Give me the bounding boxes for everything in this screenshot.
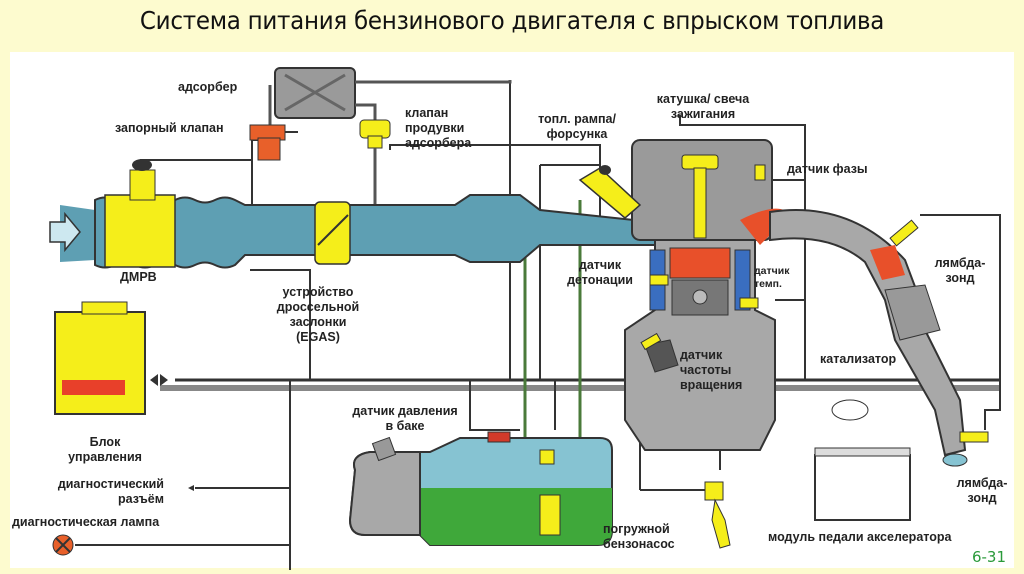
lambda-1-hot-zone xyxy=(870,245,905,280)
label-ecu: Блок управления xyxy=(68,435,142,464)
combustion-chamber xyxy=(669,247,731,279)
diag-connector-icon xyxy=(188,485,194,491)
slide-number: 6-31 xyxy=(971,548,1006,566)
adsorber-canister xyxy=(268,67,512,130)
label-throttle: устройство дроссельной заслонки (EGAS) xyxy=(276,285,360,344)
maf-sensor xyxy=(104,159,176,268)
crank-sensor-part xyxy=(640,332,679,373)
knock-sensor-part xyxy=(649,274,669,286)
phase-sensor-part xyxy=(754,164,766,181)
throttle-body xyxy=(314,201,351,265)
label-pedal-module: модуль педали акселератора xyxy=(768,530,952,544)
coolant-jacket-right xyxy=(734,249,751,311)
tank-pressure-sensor xyxy=(487,431,511,443)
diag-lamp-icon xyxy=(52,534,74,556)
label-diag-connector: диагностический разъём xyxy=(57,477,164,506)
label-lambda-2: лямбда- зонд xyxy=(956,476,1008,505)
label-fuel-pump: погружной бензонасос xyxy=(603,522,675,551)
exhaust-system xyxy=(769,209,989,467)
intake-duct xyxy=(49,194,681,269)
fuel-tank xyxy=(348,431,613,546)
label-knock-sensor: датчик детонации xyxy=(567,258,633,287)
slide-title: Система питания бензинового двигателя с … xyxy=(139,6,885,35)
battery xyxy=(814,399,911,521)
ignition-coil xyxy=(681,154,719,170)
label-fuel-rail-injector: топл. рампа/ форсунка xyxy=(538,112,616,141)
label-maf: ДМРВ xyxy=(120,270,157,284)
shutoff-valve xyxy=(249,124,298,161)
wire-throttle xyxy=(250,269,311,380)
label-adsorber: адсорбер xyxy=(178,80,238,94)
label-lambda-1: лямбда- зонд xyxy=(934,256,986,285)
fuel-injector xyxy=(578,165,642,219)
label-purge-valve: клапан продувки адсорбера xyxy=(405,106,472,150)
lambda-2-sensor xyxy=(959,431,989,443)
label-tank-pressure: датчик давления в баке xyxy=(352,404,458,433)
label-crank-sensor: датчик частоты вращения xyxy=(680,348,743,392)
temp-sensor-part xyxy=(739,297,759,309)
label-catalyst: катализатор xyxy=(820,352,897,366)
accelerator-pedal xyxy=(704,481,731,549)
label-shutoff-valve: запорный клапан xyxy=(115,121,224,135)
wire-temp xyxy=(775,299,806,380)
label-coil-plug: катушка/ свеча зажигания xyxy=(656,92,750,121)
label-temp-sensor: датчик темп. xyxy=(754,265,790,290)
engine xyxy=(624,139,790,451)
label-phase-sensor: датчик фазы xyxy=(787,162,868,176)
wire-lambda xyxy=(920,214,1001,430)
lambda-1-sensor xyxy=(889,219,919,247)
fuel-level xyxy=(420,488,612,545)
air-inlet-arrow-icon xyxy=(49,211,81,253)
catalyst-body xyxy=(884,284,941,341)
fuel-pump xyxy=(539,494,561,536)
ecu-connector-icon xyxy=(150,374,168,386)
ecu-box xyxy=(54,301,168,415)
spark-plug xyxy=(693,167,707,239)
label-diag-lamp: диагностическая лампа xyxy=(12,515,160,529)
